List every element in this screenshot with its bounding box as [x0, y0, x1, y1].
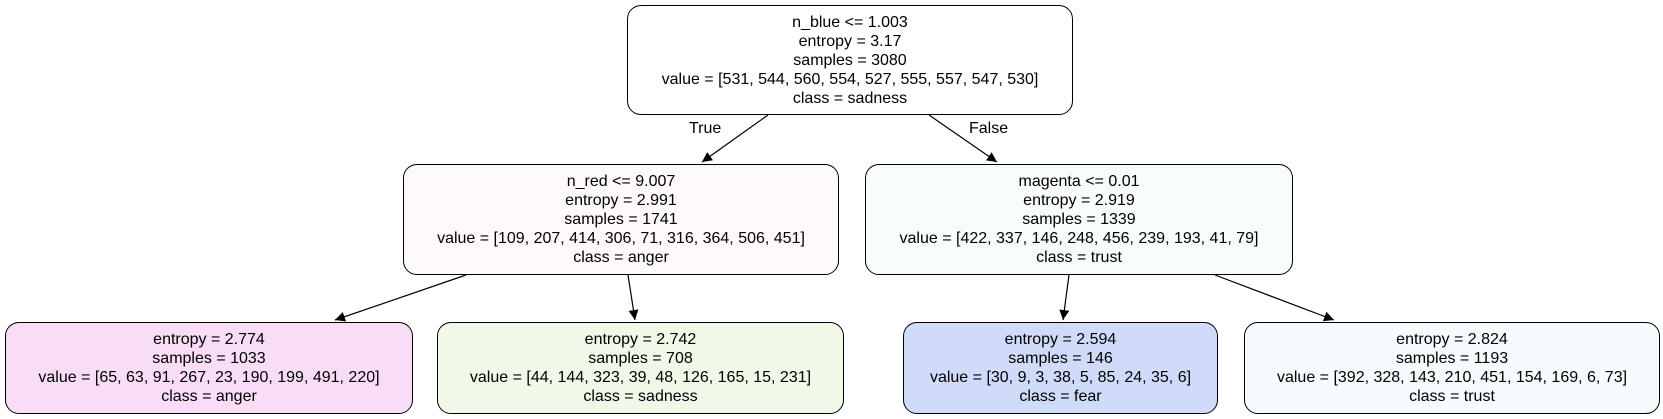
node-class: class = sadness	[792, 89, 908, 107]
root-node: n_blue <= 1.003 entropy = 3.17 samples =…	[627, 5, 1073, 115]
left-left-leaf: entropy = 2.774 samples = 1033 value = […	[5, 322, 413, 414]
node-value: value = [30, 9, 3, 38, 5, 85, 24, 35, 6]	[929, 369, 1192, 386]
edge-right-to-right-right	[1214, 274, 1335, 322]
node-entropy: entropy = 2.742	[584, 331, 697, 348]
node-value: value = [531, 544, 560, 554, 527, 555, 5…	[661, 70, 1039, 88]
left-right-leaf: entropy = 2.742 samples = 708 value = [4…	[437, 322, 844, 414]
node-samples: samples = 1033	[152, 350, 266, 367]
node-value: value = [44, 144, 323, 39, 48, 126, 165,…	[469, 369, 812, 386]
right-node: magenta <= 0.01 entropy = 2.919 samples …	[865, 164, 1293, 275]
node-entropy: entropy = 2.824	[1396, 331, 1508, 348]
node-value: value = [392, 328, 143, 210, 451, 154, 1…	[1276, 369, 1628, 386]
edge-label-false: False	[969, 120, 1009, 137]
node-value: value = [109, 207, 414, 306, 71, 316, 36…	[437, 230, 805, 247]
node-samples: samples = 708	[588, 350, 693, 367]
edge-root-to-left	[701, 114, 769, 163]
node-value: value = [65, 63, 91, 267, 23, 190, 199, …	[38, 369, 380, 386]
node-class: class = anger	[573, 249, 669, 266]
node-samples: samples = 146	[1008, 350, 1113, 367]
node-samples: samples = 3080	[793, 51, 907, 69]
node-samples: samples = 1339	[1022, 211, 1136, 228]
node-class: class = fear	[1019, 388, 1102, 405]
node-class: class = anger	[161, 388, 257, 405]
node-class: class = trust	[1036, 249, 1122, 266]
node-samples: samples = 1741	[564, 211, 678, 228]
right-right-leaf: entropy = 2.824 samples = 1193 value = […	[1244, 322, 1660, 414]
node-class: class = sadness	[583, 388, 698, 405]
left-node: n_red <= 9.007 entropy = 2.991 samples =…	[403, 164, 839, 275]
node-entropy: entropy = 2.919	[1023, 192, 1135, 209]
node-entropy: entropy = 3.17	[798, 32, 902, 50]
node-entropy: entropy = 2.991	[565, 192, 677, 209]
edge-left-to-left-left	[334, 274, 467, 322]
node-entropy: entropy = 2.594	[1004, 331, 1117, 348]
node-entropy: entropy = 2.774	[153, 331, 265, 348]
edge-right-to-right-left	[1059, 274, 1070, 321]
node-class: class = trust	[1409, 388, 1495, 405]
node-value: value = [422, 337, 146, 248, 456, 239, 1…	[899, 230, 1259, 247]
node-samples: samples = 1193	[1395, 350, 1509, 367]
node-split-rule: magenta <= 0.01	[1018, 173, 1140, 190]
node-split-rule: n_red <= 9.007	[566, 173, 676, 190]
edge-root-to-right	[928, 114, 998, 163]
node-split-rule: n_blue <= 1.003	[792, 13, 908, 31]
edge-left-to-left-right	[627, 274, 639, 321]
right-left-leaf: entropy = 2.594 samples = 146 value = [3…	[903, 322, 1218, 414]
edge-label-true: True	[689, 120, 722, 137]
